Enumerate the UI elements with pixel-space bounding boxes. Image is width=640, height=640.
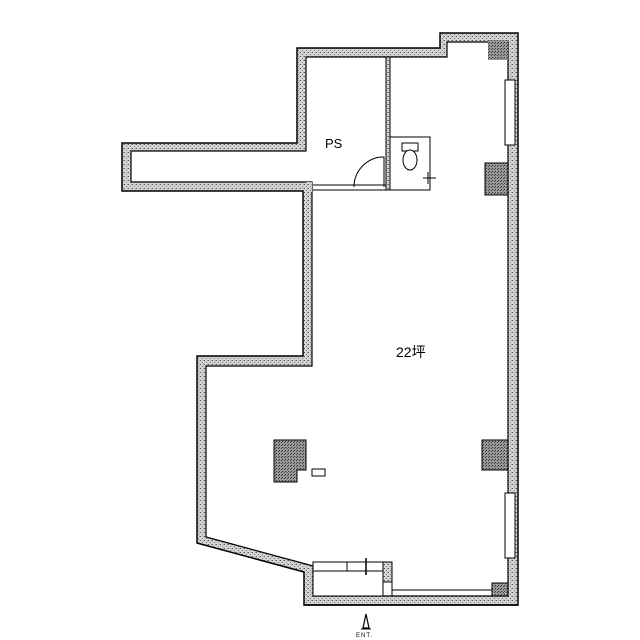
- entrance-label: ENT.: [356, 633, 373, 639]
- exterior-walls: [121, 32, 519, 606]
- columns: [273, 40, 509, 597]
- interior-walls: [306, 56, 431, 192]
- windows: [504, 79, 516, 559]
- ps-door: [353, 156, 385, 188]
- entrance-door: [304, 558, 518, 606]
- room-label-ps: PS: [325, 136, 343, 151]
- entrance-arrow-icon: [361, 613, 371, 630]
- toilet-icon: [401, 142, 436, 184]
- room-label-main: 22坪: [396, 344, 426, 360]
